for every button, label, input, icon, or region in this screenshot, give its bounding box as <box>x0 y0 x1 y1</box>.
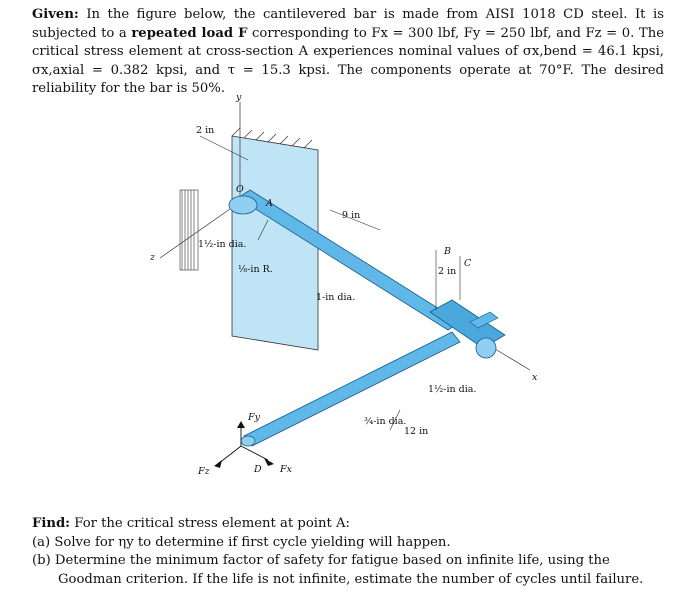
given-fz: z = 0. The critical stress element at cr… <box>32 25 665 60</box>
given-fx: x = 300 lbf, F <box>380 25 473 41</box>
label-point-a: A <box>265 198 273 209</box>
label-2in-right: 2 in <box>438 266 456 277</box>
label-radius: ⅛-in R. <box>238 264 273 275</box>
lower-bar-end <box>240 435 256 447</box>
label-dia-1in: 1-in dia. <box>316 292 355 303</box>
given-bold: repeated load F <box>131 25 248 41</box>
dim-12in-line <box>389 409 401 431</box>
find-section: Find: For the critical stress element at… <box>32 515 672 589</box>
label-point-c: C <box>464 258 472 269</box>
find-lead: Find: <box>32 516 71 531</box>
z-axis-label: z <box>149 252 156 263</box>
label-force-fy: Fy <box>247 412 261 423</box>
force-fy-head <box>237 421 245 428</box>
z-axis <box>159 201 241 259</box>
label-point-d: D <box>253 464 262 475</box>
y-axis-label: y <box>235 92 242 103</box>
find-intro-line: Find: For the critical stress element at… <box>32 515 672 534</box>
label-dia-left: 1½-in dia. <box>198 239 246 250</box>
given-text-1: In the figure below, the cantilevered ba… <box>32 7 664 41</box>
find-intro: For the critical stress element at point… <box>74 516 350 531</box>
given-lead: Given: <box>32 7 79 22</box>
given-axial: x,axial = 0.382 kpsi, and τ = 15.3 kpsi.… <box>32 62 664 97</box>
dim-2in-line <box>199 135 249 161</box>
label-point-b: B <box>443 246 451 257</box>
stub-shaft <box>469 311 499 329</box>
wall-hatch <box>231 127 313 149</box>
x-axis <box>489 345 531 371</box>
force-fz-arrow <box>217 445 242 465</box>
dim-dia-leader <box>257 219 269 241</box>
given-bend: x,bend = 46.1 kpsi, σ <box>32 44 664 78</box>
given-paragraph: Given: In the figure below, the cantilev… <box>32 6 664 99</box>
ground-hatch <box>181 190 195 270</box>
dim-9in-line <box>329 209 381 231</box>
label-force-fx: Fx <box>279 464 293 475</box>
force-fz-head <box>214 460 222 468</box>
force-fx-head <box>264 458 274 466</box>
given-fy: y = 250 lbf, and F <box>472 25 595 41</box>
label-dia-right: 1½-in dia. <box>428 384 476 395</box>
find-part-a: (a) Solve for ηy to determine if first c… <box>32 534 451 550</box>
label-2in-top: 2 in <box>196 125 214 136</box>
label-force-fz: Fz <box>197 466 211 477</box>
x-axis-label: x <box>532 372 538 383</box>
label-origin: O <box>236 184 244 195</box>
ground-block <box>179 189 199 271</box>
label-9in: 9 in <box>342 210 360 221</box>
crank-end <box>475 337 497 359</box>
force-fx-arrow <box>240 445 269 461</box>
wall-face <box>231 135 319 351</box>
crank-block <box>429 299 506 349</box>
label-dia-3-4: ¾-in dia. <box>364 416 406 427</box>
cantilever-figure: y z x 2 in O A 9 in 1½-in dia. ⅛-in R. B… <box>149 92 538 477</box>
label-12in: 12 in <box>404 426 428 437</box>
given-text-2: corresponding to F <box>252 25 381 41</box>
find-part-b: (b) Determine the minimum factor of safe… <box>32 553 644 587</box>
bar-root <box>228 195 258 215</box>
